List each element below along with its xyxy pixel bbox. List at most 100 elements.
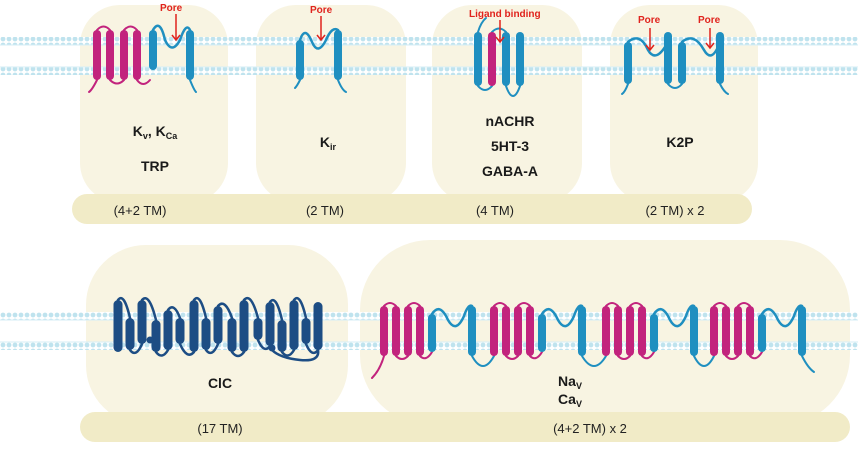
- kir-pore-loop: [298, 27, 340, 50]
- kir-pore-arrow-head: [316, 34, 326, 42]
- label-kv-kca: Kv, KCa: [132, 123, 178, 141]
- nachr-helix-m2: [488, 32, 496, 86]
- label-trp: TRP: [141, 158, 169, 174]
- nav-d3-helix-s4: [638, 306, 646, 356]
- nav-d2-loop-3: [517, 302, 531, 307]
- kv-helix-s5: [149, 30, 157, 70]
- nav-d1-pore-loop: [430, 304, 474, 328]
- clc-helix-15: [289, 300, 299, 350]
- label-5ht3: 5HT-3: [490, 138, 530, 154]
- kv-link: [136, 79, 151, 85]
- nav-d2-loop-2: [505, 355, 519, 360]
- nav-d3-helix-s2: [614, 306, 622, 356]
- kir-helix-m2: [334, 30, 342, 80]
- nachr-loop-3: [505, 85, 521, 97]
- kv-helix-s4: [133, 30, 141, 80]
- label-nav: NaV: [558, 373, 582, 391]
- nav-d1-helix-s3: [404, 306, 412, 356]
- kv-helix-s3: [120, 30, 128, 80]
- clc-loop-8: [204, 342, 220, 355]
- nav-d2-pore-loop: [540, 304, 584, 328]
- clc-helix-2: [125, 318, 135, 350]
- nav-d1-link: [419, 351, 433, 360]
- k2p-helix-m2: [664, 32, 672, 84]
- clc-helix-11: [239, 300, 249, 352]
- clc-helix-12: [253, 318, 263, 340]
- clc-loop-3: [140, 297, 158, 322]
- k2p-pore-loop-1: [626, 37, 670, 57]
- label-k2p: K2P: [666, 134, 694, 150]
- nav-d4-pore-loop: [760, 304, 804, 328]
- nav-d1-helix-s1: [380, 306, 388, 356]
- bar-row1: [72, 194, 752, 224]
- membrane-top: [0, 37, 858, 45]
- clc-loop-2: [128, 342, 144, 355]
- nav-d2-helix-s6: [578, 306, 586, 356]
- clc-helix-3: [137, 300, 147, 344]
- clc-helix-13: [265, 302, 275, 346]
- nav-d2-helix-s1: [490, 306, 498, 356]
- nav-d2-interlink: [581, 355, 607, 367]
- nav-d1-helix-s6: [468, 306, 476, 356]
- k2p-pore-loop-2: [680, 37, 722, 57]
- nav-d3-interlink: [693, 355, 715, 367]
- kv-helix-s6: [186, 30, 194, 80]
- nav-d1-helix-s4: [416, 306, 424, 356]
- membrane-top-lower: [0, 67, 858, 75]
- bar-label-clc: (17 TM): [197, 421, 243, 436]
- clc-loop-5: [166, 306, 182, 320]
- nav-d2-helix-s5: [538, 314, 546, 352]
- nachr-helix-m1: [474, 32, 482, 86]
- nachr-ligand-arrow-head: [495, 36, 505, 44]
- label-nachr: nACHR: [485, 113, 535, 129]
- clc-helix-14: [277, 320, 287, 352]
- kv-nterm: [88, 79, 98, 93]
- bar-label-kv: (4+2 TM): [113, 203, 167, 218]
- clc-loop-11: [242, 296, 260, 320]
- kir-helix-m1: [296, 40, 304, 80]
- pore-label-kv: Pore: [160, 3, 183, 14]
- clc-loop-10: [230, 350, 246, 358]
- clc-loop-15: [292, 296, 308, 320]
- clc-loop-4: [154, 348, 170, 357]
- nav-d2-helix-s2: [502, 306, 510, 356]
- nav-d4-helix-s4: [746, 306, 754, 356]
- kv-helix-s2: [106, 30, 114, 80]
- nav-d3-loop-1: [605, 302, 619, 307]
- nav-d3-helix-s6: [690, 306, 698, 356]
- clc-helix-7: [189, 300, 199, 352]
- nav-d4-helix-s6: [798, 306, 806, 356]
- ligand-binding-label: Ligand binding: [469, 9, 541, 20]
- nav-nterm: [371, 355, 385, 379]
- nav-d1-loop-3: [407, 302, 421, 307]
- clc-loop-13: [268, 298, 284, 322]
- kv-loop-2: [123, 25, 138, 31]
- k2p-nterm: [621, 83, 629, 95]
- k2p-link: [667, 83, 683, 89]
- nachr-loop-2: [491, 27, 507, 33]
- channel-glyphs: [88, 14, 815, 379]
- label-kir: Kir: [319, 134, 337, 152]
- clc-helix-8: [201, 318, 211, 350]
- bar-label-nav: (4+2 TM) x 2: [553, 421, 627, 436]
- label-clc: ClC: [207, 375, 233, 391]
- clc-loop-7: [192, 296, 208, 320]
- nav-d4-helix-s2: [722, 306, 730, 356]
- k2p-helix-m3: [678, 42, 686, 84]
- clc-helix-17: [313, 302, 323, 350]
- clc-helix-16: [301, 318, 311, 344]
- nav-d3-helix-s5: [650, 314, 658, 352]
- bar-label-nachr: (4 TM): [475, 203, 515, 218]
- bar-label-kir: (2 TM): [305, 203, 345, 218]
- clc-loop-9: [216, 302, 234, 320]
- kv-cterm: [189, 79, 197, 93]
- kir-nterm: [294, 79, 301, 89]
- bar-label-k2p: (2 TM) x 2: [645, 203, 705, 218]
- clc-loop-14: [280, 348, 296, 357]
- nachr-loop-1: [477, 85, 493, 91]
- clc-helix-1: [113, 300, 123, 352]
- k2p-helix-m1: [624, 42, 632, 84]
- nav-d3-helix-s1: [602, 306, 610, 356]
- bar-row2: [80, 412, 850, 442]
